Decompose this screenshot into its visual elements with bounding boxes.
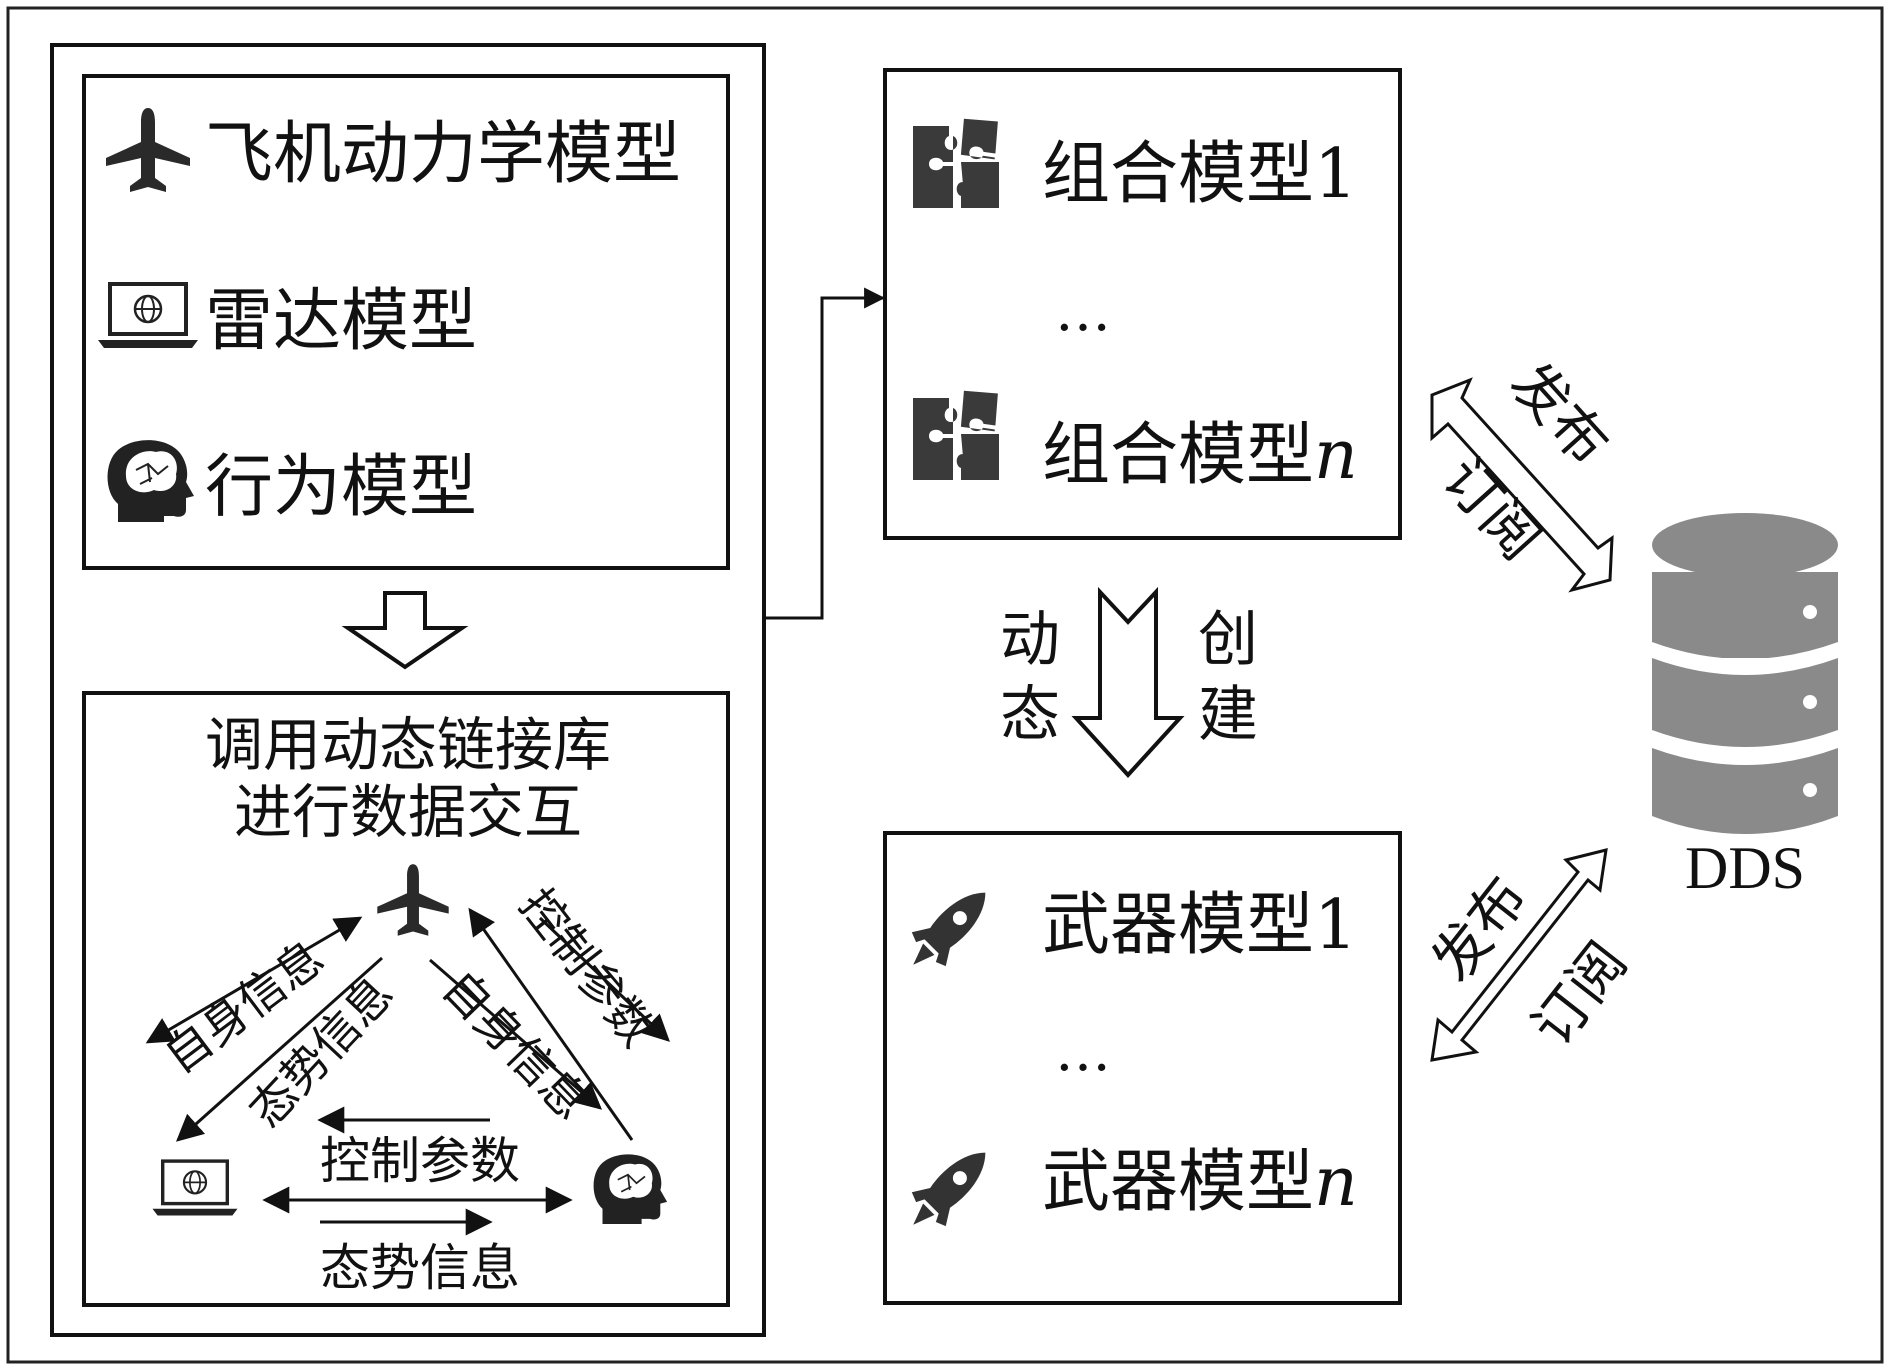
down-hollow-arrow xyxy=(341,591,469,670)
right-outer-arrow-2 xyxy=(538,916,670,1042)
upper-subscribe-label: 订阅 xyxy=(1430,446,1553,573)
weapon-model-box: 武器模型1 … 武器模型n xyxy=(883,831,1402,1305)
create-char-2: 建 xyxy=(1198,680,1258,750)
weapon-model-1-label: 武器模型1 xyxy=(1042,886,1357,965)
bottom-lower-label: 态势信息 xyxy=(320,1239,520,1297)
rocket-icon xyxy=(911,1152,986,1227)
dll-title-line2: 进行数据交互 xyxy=(234,778,582,846)
behavior-model-label: 行为模型 xyxy=(205,448,477,527)
lower-subscribe-label: 订阅 xyxy=(1520,930,1640,1058)
dynamic-char-1: 动 xyxy=(1000,605,1060,675)
weapon-ellipsis: … xyxy=(1055,1019,1111,1084)
dynamic-char-2: 态 xyxy=(1000,680,1060,750)
lower-double-arrow xyxy=(1430,847,1608,1062)
brain-head-icon xyxy=(593,1154,668,1224)
dynamic-create: 动 态 创 建 xyxy=(1000,586,1258,778)
bottom-upper-label: 控制参数 xyxy=(320,1132,520,1190)
lower-publish-label: 发布 xyxy=(1420,865,1540,993)
aircraft-dynamics-label: 飞机动力学模型 xyxy=(205,115,681,194)
left-container xyxy=(50,43,766,1337)
right-inner-arrow xyxy=(429,958,603,1110)
dll-title-line1: 调用动态链接库 xyxy=(205,711,611,779)
database-icon xyxy=(1652,513,1838,834)
rocket-icon xyxy=(911,892,986,967)
combo-model-n-label: 组合模型n xyxy=(1042,416,1358,495)
models-box: 飞机动力学模型 雷达模型 行为模型 xyxy=(82,74,730,570)
create-char-1: 创 xyxy=(1198,605,1258,675)
combo-model-box: 组合模型1 … 组合模型n xyxy=(883,68,1402,540)
left-outer-arrow xyxy=(145,916,363,1044)
outer-frame xyxy=(6,6,1884,1364)
brain-head-icon xyxy=(107,440,194,522)
airplane-icon xyxy=(106,108,190,192)
combo-ellipsis: … xyxy=(1055,279,1111,344)
weapon-model-n-label: 武器模型n xyxy=(1042,1143,1358,1222)
right-outer-arrow xyxy=(468,907,634,1141)
airplane-icon xyxy=(377,864,449,936)
upper-pubsub: 发布 订阅 xyxy=(1430,351,1621,593)
lower-pubsub: 发布 订阅 xyxy=(1420,847,1640,1062)
puzzle-icon xyxy=(913,118,999,208)
dll-box: 调用动态链接库 进行数据交互 自身信息 态势信息 控制参数 xyxy=(82,691,730,1307)
dds-label: DDS xyxy=(1685,835,1805,901)
laptop-globe-icon xyxy=(152,1159,238,1216)
left-inner-arrow xyxy=(175,956,383,1142)
connector-arrow xyxy=(764,287,886,620)
dynamic-create-arrow xyxy=(1071,586,1185,778)
upper-double-arrow xyxy=(1430,377,1614,593)
radar-model-label: 雷达模型 xyxy=(205,282,477,361)
combo-model-1-label: 组合模型1 xyxy=(1042,135,1357,214)
puzzle-icon xyxy=(913,390,999,480)
laptop-globe-icon xyxy=(98,282,198,348)
